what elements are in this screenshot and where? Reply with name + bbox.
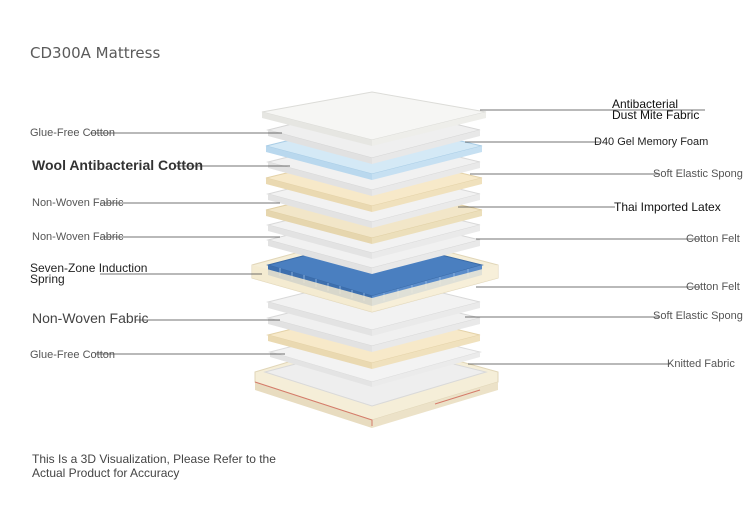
label-cotton-felt-1: Cotton Felt: [686, 233, 740, 245]
label-seven-zone-spring: Seven-Zone Induction Spring: [30, 261, 148, 286]
disclaimer-line2: Actual Product for Accuracy: [32, 466, 180, 480]
disclaimer-line1: This Is a 3D Visualization, Please Refer…: [32, 452, 276, 466]
label-non-woven-fabric-1: Non-Woven Fabric: [32, 197, 124, 209]
top-fabric-layer: [261, 91, 487, 146]
label-cotton-felt-2: Cotton Felt: [686, 281, 740, 293]
label-knitted-fabric: Knitted Fabric: [667, 358, 735, 370]
label-d40-gel-memory-foam: D40 Gel Memory Foam: [594, 136, 709, 148]
label-glue-free-cotton-top: Glue-Free Cotton: [30, 127, 115, 139]
label-seven-zone-line1: Seven-Zone Induction: [30, 261, 148, 275]
label-antibacterial-line1: Antibacterial: [612, 97, 679, 111]
label-non-woven-fabric-3: Non-Woven Fabric: [32, 310, 149, 326]
label-wool-antibacterial-cotton: Wool Antibacterial Cotton: [32, 157, 204, 173]
label-non-woven-fabric-2: Non-Woven Fabric: [32, 231, 124, 243]
disclaimer-note: This Is a 3D Visualization, Please Refer…: [32, 452, 276, 480]
label-soft-elastic-sponge-1: Soft Elastic Spong: [653, 168, 743, 180]
label-thai-imported-latex: Thai Imported Latex: [614, 200, 721, 214]
page-title: CD300A Mattress: [30, 44, 161, 62]
label-glue-free-cotton-bottom: Glue-Free Cotton: [30, 349, 115, 361]
label-antibacterial-dust-mite-fabric: Antibacterial Dust Mite Fabric: [612, 97, 700, 122]
label-seven-zone-line2: Spring: [30, 272, 65, 286]
label-soft-elastic-sponge-2: Soft Elastic Spong: [653, 310, 743, 322]
label-antibacterial-line2: Dust Mite Fabric: [612, 108, 700, 122]
left-leader-lines: [90, 132, 290, 355]
right-leader-lines: [458, 109, 705, 365]
